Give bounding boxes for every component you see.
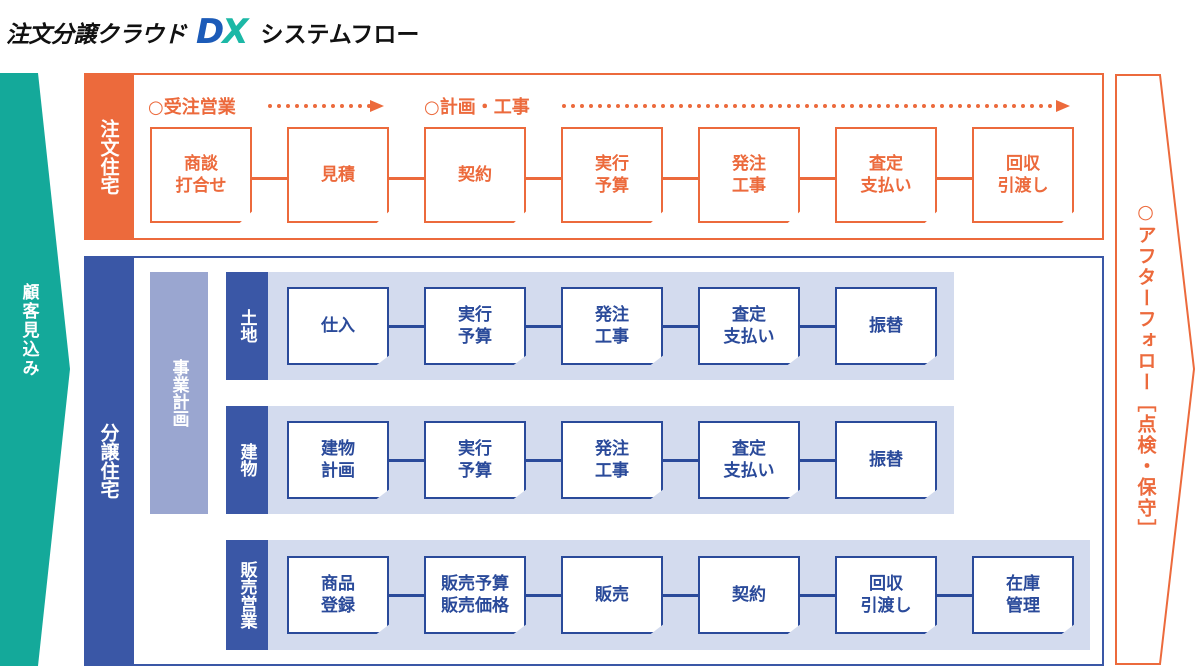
connector <box>937 594 973 597</box>
connector <box>800 459 836 462</box>
building-step-plan: 建物 計画 <box>287 421 389 499</box>
land-lane-label: 土地 <box>226 272 268 380</box>
sales-step-collection-delivery: 回収 引渡し <box>835 556 937 634</box>
dx-logo: DX <box>196 12 248 52</box>
sales-step-inventory-management: 在庫 管理 <box>972 556 1074 634</box>
land-step-purchase: 仕入 <box>287 287 389 365</box>
building-lane-label: 建物 <box>226 406 268 514</box>
custom-step-assessment-payment: 査定 支払い <box>835 127 937 223</box>
connector <box>800 177 836 180</box>
connector <box>663 594 699 597</box>
customer-prospect-label: 顧客見込み <box>18 282 39 378</box>
custom-step-budget: 実行 予算 <box>561 127 663 223</box>
connector <box>389 459 425 462</box>
page-title: 注文分譲クラウド DX システムフロー <box>6 10 419 54</box>
connector <box>389 594 425 597</box>
custom-step-collection-delivery: 回収 引渡し <box>972 127 1074 223</box>
custom-step-order-construction: 発注 工事 <box>698 127 800 223</box>
title-sub: システムフロー <box>260 22 420 48</box>
customer-prospect-arrow <box>0 73 72 666</box>
phase-plan-label: ○計画・工事 <box>424 97 530 118</box>
custom-step-estimate: 見積 <box>287 127 389 223</box>
connector <box>663 325 699 328</box>
phase-sales-label: ○受注営業 <box>148 97 236 118</box>
connector <box>389 325 425 328</box>
connector <box>526 177 562 180</box>
land-step-assessment-payment: 査定 支払い <box>698 287 800 365</box>
connector <box>663 177 699 180</box>
phase-plan-dotted-arrow <box>562 100 1070 112</box>
building-step-order-construction: 発注 工事 <box>561 421 663 499</box>
building-step-transfer: 振替 <box>835 421 937 499</box>
custom-step-negotiation: 商談 打合せ <box>150 127 252 223</box>
after-follow-arrow <box>1114 73 1196 666</box>
land-step-order-construction: 発注 工事 <box>561 287 663 365</box>
connector <box>526 459 562 462</box>
building-step-budget: 実行 予算 <box>424 421 526 499</box>
after-follow-label: ○アフターフォロー［点検・保守］ <box>1134 200 1157 540</box>
business-plan-label: 事業計画 <box>150 272 208 514</box>
connector <box>800 594 836 597</box>
connector <box>252 177 288 180</box>
connector <box>937 177 973 180</box>
connector <box>526 594 562 597</box>
connector <box>389 177 425 180</box>
sales-step-product-registration: 商品 登録 <box>287 556 389 634</box>
sales-step-sales: 販売 <box>561 556 663 634</box>
connector <box>526 325 562 328</box>
building-step-assessment-payment: 査定 支払い <box>698 421 800 499</box>
subdivision-label: 分譲住宅 <box>84 256 134 666</box>
sales-lane-label: 販売営業 <box>226 540 268 650</box>
custom-step-contract: 契約 <box>424 127 526 223</box>
sales-step-contract: 契約 <box>698 556 800 634</box>
connector <box>800 325 836 328</box>
custom-home-label: 注文住宅 <box>84 73 134 240</box>
phase-sales-dotted-arrow <box>268 100 384 112</box>
sales-step-budget-price: 販売予算 販売価格 <box>424 556 526 634</box>
land-step-transfer: 振替 <box>835 287 937 365</box>
connector <box>663 459 699 462</box>
land-step-budget: 実行 予算 <box>424 287 526 365</box>
title-main: 注文分譲クラウド <box>6 22 187 48</box>
